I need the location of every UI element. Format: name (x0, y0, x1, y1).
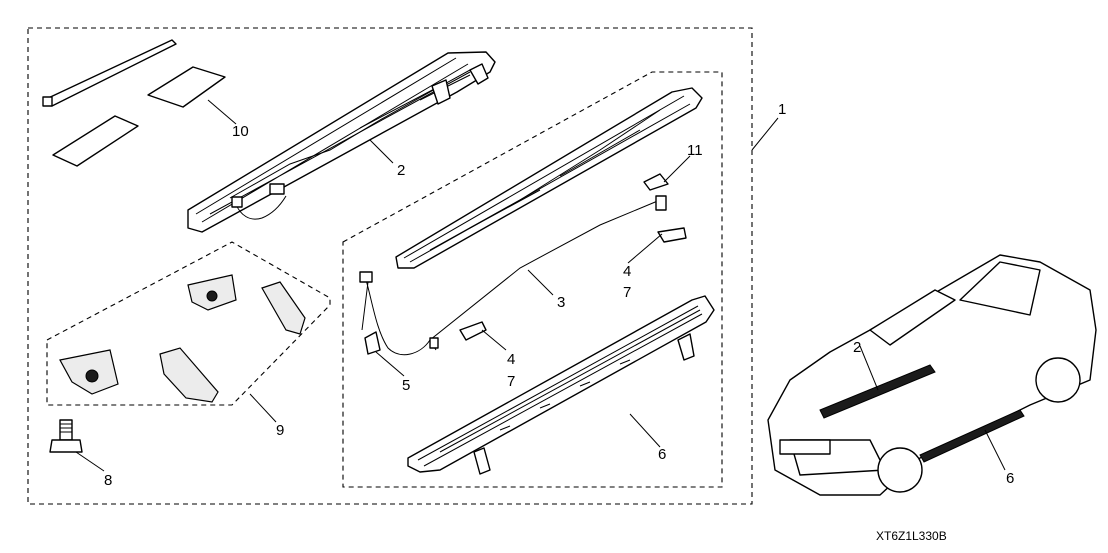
callout-1: 1 (778, 101, 786, 118)
callout-truck-2: 2 (853, 339, 861, 356)
mounting-bracket-2 (261, 281, 306, 335)
callout-8: 8 (104, 472, 112, 489)
running-board-2 (187, 51, 496, 233)
callout-4a: 4 (623, 263, 631, 280)
leader-9 (249, 393, 277, 423)
callout-truck-6: 6 (1006, 470, 1014, 487)
wire-harness (359, 195, 667, 356)
callout-5: 5 (402, 377, 410, 394)
leader-truck-2 (859, 345, 879, 391)
callout-7a: 7 (623, 284, 631, 301)
leader-5 (375, 351, 405, 377)
diagram-code: XT6Z1L330B (876, 529, 947, 543)
callout-2: 2 (397, 162, 405, 179)
subkit-boundary (342, 71, 723, 488)
clip (643, 173, 669, 191)
small-bracket-upper (657, 227, 687, 243)
running-board-3 (395, 87, 703, 269)
adhesive-pads (52, 66, 226, 167)
mounting-bracket-4 (159, 347, 219, 403)
callout-4b: 4 (507, 351, 515, 368)
leader-truck-6 (984, 429, 1006, 471)
callout-7b: 7 (507, 373, 515, 390)
mounting-bracket-1 (187, 274, 237, 311)
kit-boundary (27, 27, 753, 505)
callout-3: 3 (557, 294, 565, 311)
leader-4a (627, 233, 663, 264)
small-bracket-lower (459, 321, 487, 341)
leader-6 (629, 413, 661, 448)
running-board-6 (407, 295, 715, 475)
leader-3 (527, 269, 554, 296)
leader-2 (369, 139, 394, 164)
leader-4b (481, 329, 507, 351)
bracket-group-boundary (46, 241, 331, 406)
leader-1 (751, 117, 779, 151)
callout-10: 10 (232, 123, 249, 140)
leader-11 (663, 155, 691, 183)
leader-10 (207, 99, 237, 125)
callout-11: 11 (687, 142, 703, 159)
leader-8 (75, 451, 105, 472)
bolt (49, 419, 83, 453)
mounting-bracket-3 (59, 349, 119, 395)
callout-6: 6 (658, 446, 666, 463)
connector (364, 331, 381, 355)
cable-tie (42, 39, 177, 107)
callout-9: 9 (276, 422, 284, 439)
truck-illustration (767, 254, 1097, 496)
